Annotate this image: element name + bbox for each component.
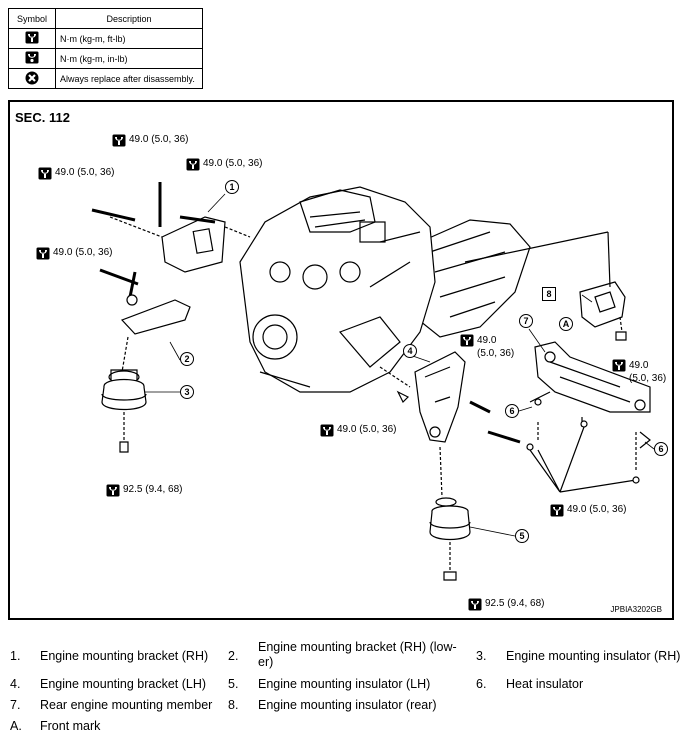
- torque-wrench-ftlb-icon: [112, 134, 126, 147]
- callout-3: 3: [180, 385, 194, 399]
- torque-label-2: 49.0 (5.0, 36): [186, 158, 262, 171]
- torque-label-7: 49.0 (5.0, 36): [320, 424, 396, 437]
- rh-bracket-drawing: [91, 182, 251, 273]
- torque-label-8: 49.0 (5.0, 36): [612, 359, 666, 385]
- lh-insulator-drawing: [429, 446, 471, 581]
- torque-wrench-ftlb-icon: [106, 484, 120, 497]
- torque-label-9: 49.0 (5.0, 36): [550, 504, 626, 517]
- torque-label-5: 92.5 (9.4, 68): [106, 484, 182, 497]
- replace-x-icon: [25, 71, 39, 85]
- part-5-name: Engine mounting insulator (LH): [258, 677, 431, 691]
- torque-label-10: 92.5 (9.4, 68): [468, 598, 544, 611]
- torque-label-6: 49.0 (5.0, 36): [460, 334, 514, 360]
- part-5-number: 5.: [228, 677, 239, 691]
- part-4-name: Engine mounting bracket (LH): [40, 677, 207, 691]
- part-7-number: 7.: [10, 698, 21, 712]
- torque-wrench-ftlb-icon: [25, 31, 39, 44]
- torque-label-4: 49.0 (5.0, 36): [36, 247, 112, 260]
- part-3-name: Engine mounting insulator (RH): [506, 649, 681, 663]
- rear-bolts-drawing: [526, 417, 651, 493]
- diagram-frame: SEC. 112 JPBIA3202GB: [8, 100, 674, 620]
- part-6-number: 6.: [476, 677, 487, 691]
- legend-row-ftlb: N·m (kg-m, ft-lb): [55, 28, 203, 49]
- torque-wrench-ftlb-icon: [38, 167, 52, 180]
- part-8-name: Engine mounting insulator (rear): [258, 698, 437, 712]
- part-1-name: Engine mounting bracket (RH): [40, 649, 209, 663]
- engine-mount-drawing: [91, 182, 655, 581]
- callout-5: 5: [515, 529, 529, 543]
- part-2-number: 2.: [228, 649, 239, 663]
- part-3-number: 3.: [476, 649, 487, 663]
- part-2-name: Engine mounting bracket (RH) (low- er): [258, 640, 457, 669]
- section-label: SEC. 112: [15, 110, 70, 125]
- legend-header-description: Description: [55, 8, 203, 29]
- part-7-name: Rear engine mounting member: [40, 698, 213, 712]
- torque-label-1: 49.0 (5.0, 36): [112, 134, 188, 147]
- torque-wrench-ftlb-icon: [36, 247, 50, 260]
- callout-6-left: 6: [505, 404, 519, 418]
- torque-label-3: 49.0 (5.0, 36): [38, 167, 114, 180]
- rear-member-drawing: [529, 341, 651, 413]
- torque-wrench-ftlb-icon: [550, 504, 564, 517]
- rear-insulator-drawing: [464, 231, 627, 341]
- part-a-number: A.: [10, 719, 22, 733]
- part-4-number: 4.: [10, 677, 21, 691]
- rh-lower-bracket-drawing: [99, 268, 191, 373]
- lh-bracket-drawing: [379, 351, 521, 444]
- rh-insulator-drawing: [101, 369, 147, 453]
- part-6-name: Heat insulator: [506, 677, 584, 691]
- torque-wrench-inlb-icon: [25, 51, 39, 64]
- legend-row-inlb: N·m (kg-m, in-lb): [55, 48, 203, 69]
- part-1-number: 1.: [10, 649, 21, 663]
- part-8-number: 8.: [228, 698, 239, 712]
- torque-wrench-ftlb-icon: [468, 598, 482, 611]
- transmission-drawing: [414, 219, 531, 338]
- callout-4: 4: [403, 344, 417, 358]
- engine-drawing: [239, 186, 436, 393]
- callout-2: 2: [180, 352, 194, 366]
- callout-front-mark: A: [559, 317, 573, 331]
- callout-7: 7: [519, 314, 533, 328]
- diagram-code: JPBIA3202GB: [610, 605, 662, 614]
- legend-row-replace: Always replace after disassembly.: [55, 68, 203, 89]
- torque-wrench-ftlb-icon: [460, 334, 474, 347]
- torque-wrench-ftlb-icon: [612, 359, 626, 372]
- callout-8: 8: [542, 287, 556, 301]
- torque-wrench-ftlb-icon: [186, 158, 200, 171]
- torque-wrench-ftlb-icon: [320, 424, 334, 437]
- symbol-legend-table: Symbol Description N·m (kg-m, ft-lb) N·m…: [8, 8, 203, 89]
- callout-6-right: 6: [654, 442, 668, 456]
- callout-1: 1: [225, 180, 239, 194]
- part-a-name: Front mark: [40, 719, 101, 733]
- legend-header-symbol: Symbol: [8, 8, 56, 29]
